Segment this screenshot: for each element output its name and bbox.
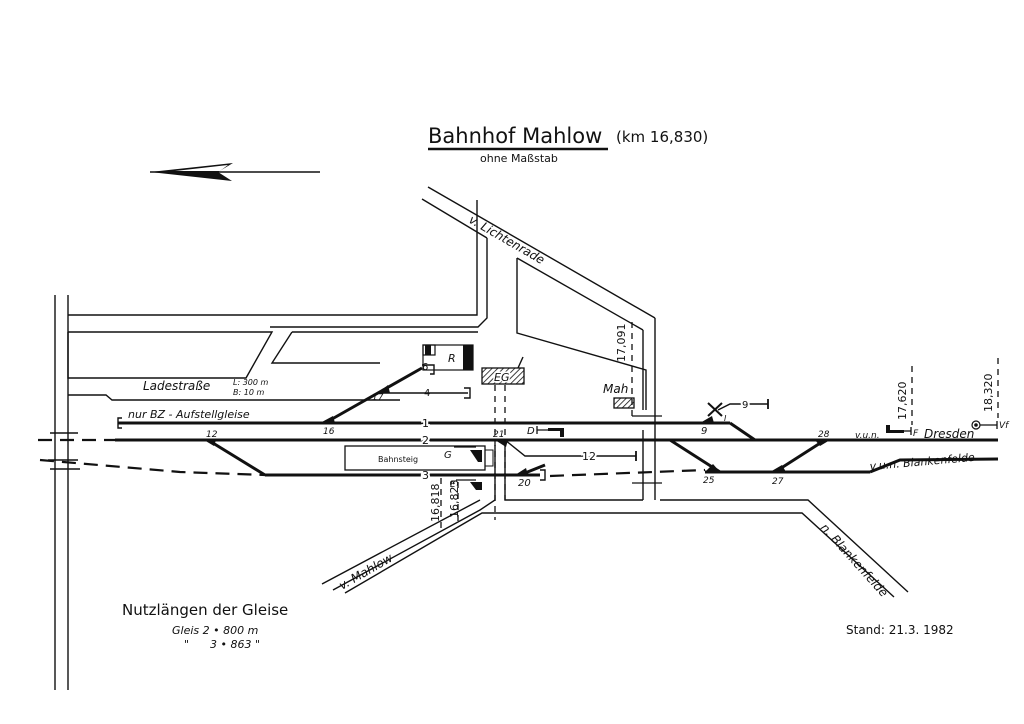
signal-f [886,425,912,435]
building-mah [613,397,635,409]
switch-marker [770,465,786,472]
switch-label-9: 9 [701,426,707,437]
road-mahlow-edge [332,445,496,591]
building-connector [517,356,524,369]
switch-label-25: 25 [703,476,715,486]
level-crossing-left [48,432,80,470]
road-label-lichtenrade: v. Lichtenrade [467,212,548,267]
switch-label-21: 21 [493,430,504,440]
nutzlaengen-gleis-2: Gleis 2 • 800 m [172,624,258,637]
switch-12-diverge [207,438,266,477]
road-blankenfelde-edge [660,499,909,593]
buffer-stop [540,469,546,481]
ladestrasse-width: B: 10 m [233,388,264,397]
signal-d-label: D [527,426,535,437]
ladestrasse-length: L: 300 m [233,378,269,387]
stand-date: Stand: 21.3. 1982 [846,623,954,637]
km-marker-16818: 16,818 [429,484,442,523]
road-outline [68,394,400,401]
track-9 [717,403,768,411]
track-label-2: 2 [422,434,429,447]
road-lichtenrade-edge [421,198,488,239]
signal-vf-label: Vf [999,421,1010,431]
switch-27-28-link [774,438,826,474]
switch-marker [515,468,528,475]
switch-label-12: 12 [206,430,218,440]
km-marker-17620: 17,620 [896,382,909,421]
switch-label-16: 16 [323,427,335,437]
signal-g-label: G [444,450,452,461]
dresden-label: Dresden [924,427,974,441]
switch-marker [204,440,216,446]
switch-label-28: 28 [818,430,830,440]
signal-i-label: I [724,414,727,423]
switch-9-link [729,421,756,442]
road-outline [270,331,380,364]
km-marker-18320: 18,320 [982,374,995,413]
road-lichtenrade-edge [427,186,656,319]
nutzlaengen-gleis-3: " 3 • 863 " [184,638,260,651]
km-marker-17091: 17,091 [615,324,628,363]
building-r-label: R [448,352,456,365]
track-12 [504,439,636,457]
building-eg [481,367,525,385]
building-eg-label: EG [494,371,509,384]
track-label-12: 12 [582,450,596,463]
aufstellgleise-label: nur BZ - Aufstellgleise [128,408,250,421]
track-blankenfelde [869,457,999,474]
branch-track-6 [324,366,423,425]
track-label-4: 4 [424,388,430,399]
track-label-6: 6 [422,362,428,373]
track-label-1: 1 [422,417,429,430]
road-outline [344,512,895,598]
track-label-9: 9 [742,400,748,411]
scale-note: ohne Maßstab [480,152,558,165]
road-mahlow-edge [321,499,481,585]
track-3-extension [39,458,266,477]
switch-label-27: 27 [772,477,784,487]
blankenfelde-label: v.u.n. Blankenfelde [869,451,975,473]
km-position: (km 16,830) [616,128,708,146]
switch-label-17: 17 [372,393,384,403]
switch-marker [495,440,508,447]
switch-marker [815,440,830,446]
km-marker-16823: 16,823 [448,480,461,519]
road-outline [516,257,644,331]
switch-marker [320,416,335,423]
signal-vf [971,420,998,430]
buffer-stop [117,417,122,429]
switch-label-20: 20 [518,478,531,489]
signal-e [456,479,482,490]
buffer-stop [464,387,471,399]
signal-g [454,446,494,467]
nutzlaengen-heading: Nutzlängen der Gleise [122,601,288,619]
signal-e-label: E [450,480,456,490]
track-label-3: 3 [422,469,429,482]
station-title: Bahnhof Mahlow [428,124,602,148]
signal-i-cross-icon [707,402,723,417]
switch-marker [705,464,720,472]
building-r [422,344,474,371]
signal-f-label: F [913,429,919,439]
road-outline [68,200,478,316]
road-label-blankenfelde: n. Blankenfelde [818,521,891,600]
switch-marker [700,416,714,423]
road-outline [516,258,647,410]
platform-label: Bahnsteig [378,455,418,464]
track-3-dashed [549,468,706,478]
loading-area [67,331,274,379]
arrow-left-icon [150,163,320,181]
dresden-prefix: v.u.n. [855,431,880,441]
road-outline [270,238,488,328]
building-mah-label: Mah [603,382,628,396]
switch-marker [378,385,390,393]
signal-d [536,426,564,437]
ladestrasse-label: Ladestraße [143,379,210,393]
